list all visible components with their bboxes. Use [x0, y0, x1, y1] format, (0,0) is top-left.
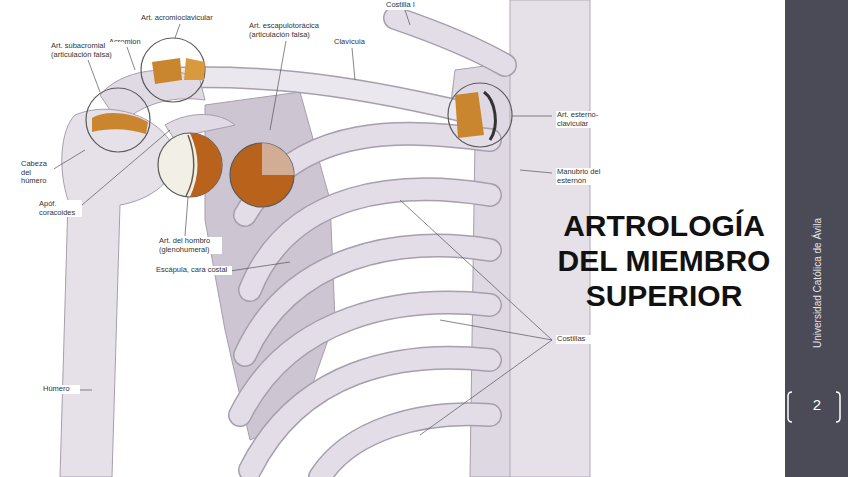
joint-label: Art. esterno-clavicular [556, 111, 608, 128]
bone-label: Manubrio del esternón [556, 168, 603, 185]
bone-label: Escápula, cara costal [155, 266, 232, 275]
rib-label: Costilla I [385, 1, 427, 10]
institution-name: Universidad Católica de Ávila [812, 218, 823, 348]
bone-label: Cabeza del húmero [20, 160, 54, 186]
joint-label: Art. escapulotorácica (articulación fals… [248, 22, 328, 39]
slide-title: ARTROLOGÍA DEL MIEMBRO SUPERIOR [548, 208, 780, 313]
joint-label: Art. subacromial (articulación falsa) [50, 42, 124, 59]
bone-label: Clavícula [333, 38, 375, 47]
bone-label: Húmero [42, 385, 80, 394]
joint-label: Art. acromioclavicular [140, 14, 232, 23]
joint-label: Art. del hombro (glenohumeral) [158, 237, 222, 254]
page-number: 2 [800, 396, 834, 413]
bone-label: Apóf. coracoides [38, 200, 82, 217]
bone-label: Costillas [556, 335, 598, 344]
